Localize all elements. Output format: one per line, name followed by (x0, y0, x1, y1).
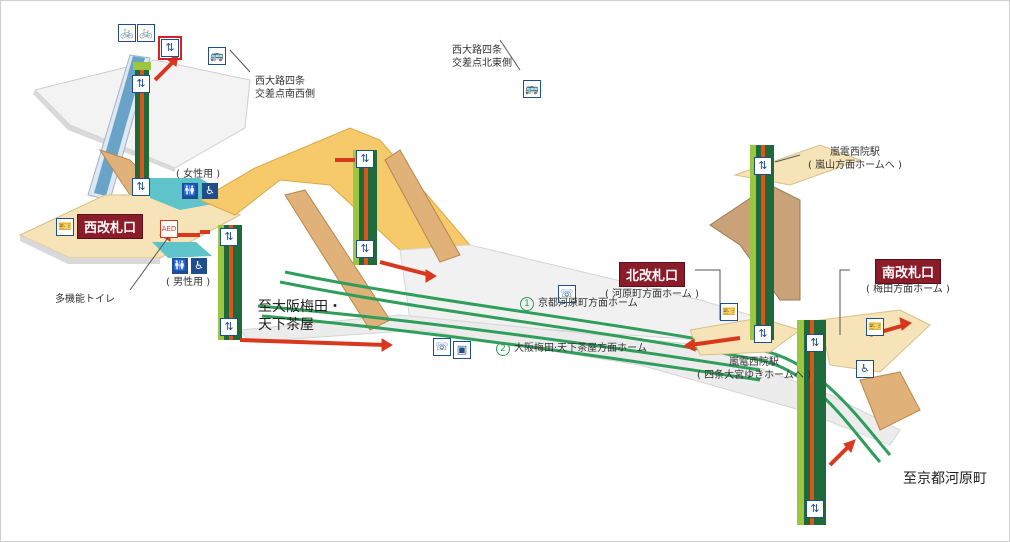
ticket-machine-icon: 🎫 (56, 218, 74, 236)
coin-locker-icon: ▣ (453, 341, 471, 359)
phone-icon: ☏ (433, 338, 451, 356)
bus-stop-icon: 🚌 (208, 47, 226, 65)
elevator-icon: ⇅ (754, 157, 772, 175)
stairs-east-platform (384, 149, 461, 263)
elevator-icon: ⇅ (158, 36, 182, 60)
south-gate-sub-label: ( 梅田方面ホーム ) (866, 284, 950, 295)
elevators (133, 62, 826, 525)
east-stairs-down (859, 371, 921, 431)
dest-kawaramachi-label: 至京都河原町 (903, 471, 987, 487)
bus-stop-icon: 🚌 (523, 80, 541, 98)
tracks (257, 270, 892, 463)
aed-icon: AED (160, 220, 178, 238)
elevator-icon: ⇅ (132, 178, 150, 196)
elevator-icon: ⇅ (220, 318, 238, 336)
randen-mid-label: 嵐電西院駅 ( 四条大宮ゆきホームへ ) (697, 357, 811, 381)
elevator-icon: ⇅ (806, 334, 824, 352)
toilet-icon: 🚻 (172, 258, 188, 274)
west-gate-label: 西改札口 (77, 214, 144, 239)
north-gate-label: 北改札口 (619, 262, 686, 287)
wheelchair-icon: ♿ (202, 183, 218, 199)
multi-toilet-label: 多機能トイレ (55, 294, 115, 305)
wheelchair-icon: ♿ (856, 360, 874, 378)
north-gate-sub-label: ( 河原町方面ホーム ) (605, 289, 699, 300)
ticket-machine-icon: 🎫 (866, 318, 884, 336)
south-gate-label: 南改札口 (875, 259, 942, 284)
dest-umeda-label: 至大阪梅田・ 天下茶屋 (258, 299, 342, 333)
elevator-icon: ⇅ (356, 240, 374, 258)
route-arrows (153, 54, 912, 467)
nishi-oji-ne-label: 西大路四条 交差点北東側 (452, 45, 512, 69)
elevator-icon: ⇅ (356, 150, 374, 168)
elevator-icon: ⇅ (806, 500, 824, 518)
women-restroom-label: ( 女性用 ) (176, 169, 221, 180)
elevator-icon: ⇅ (132, 75, 150, 93)
phone-icon: ☏ (558, 285, 576, 303)
elevator-icon: ⇅ (220, 228, 238, 246)
toilet-icon: 🚻 (182, 183, 198, 199)
men-restroom-label: ( 男性用 ) (166, 277, 211, 288)
nishi-oji-sw-label: 西大路四条 交差点南西側 (255, 76, 315, 100)
randen-top-label: 嵐電西院駅 ( 嵐山方面ホームへ ) (808, 147, 902, 171)
bicycle-parking-icon: 🚲 (118, 24, 136, 42)
wheelchair-icon: ♿ (191, 258, 207, 274)
ticket-machine-icon: 🎫 (720, 303, 738, 321)
elevator-icon: ⇅ (754, 325, 772, 343)
bicycle-parking-icon: 🚲 (137, 24, 155, 42)
